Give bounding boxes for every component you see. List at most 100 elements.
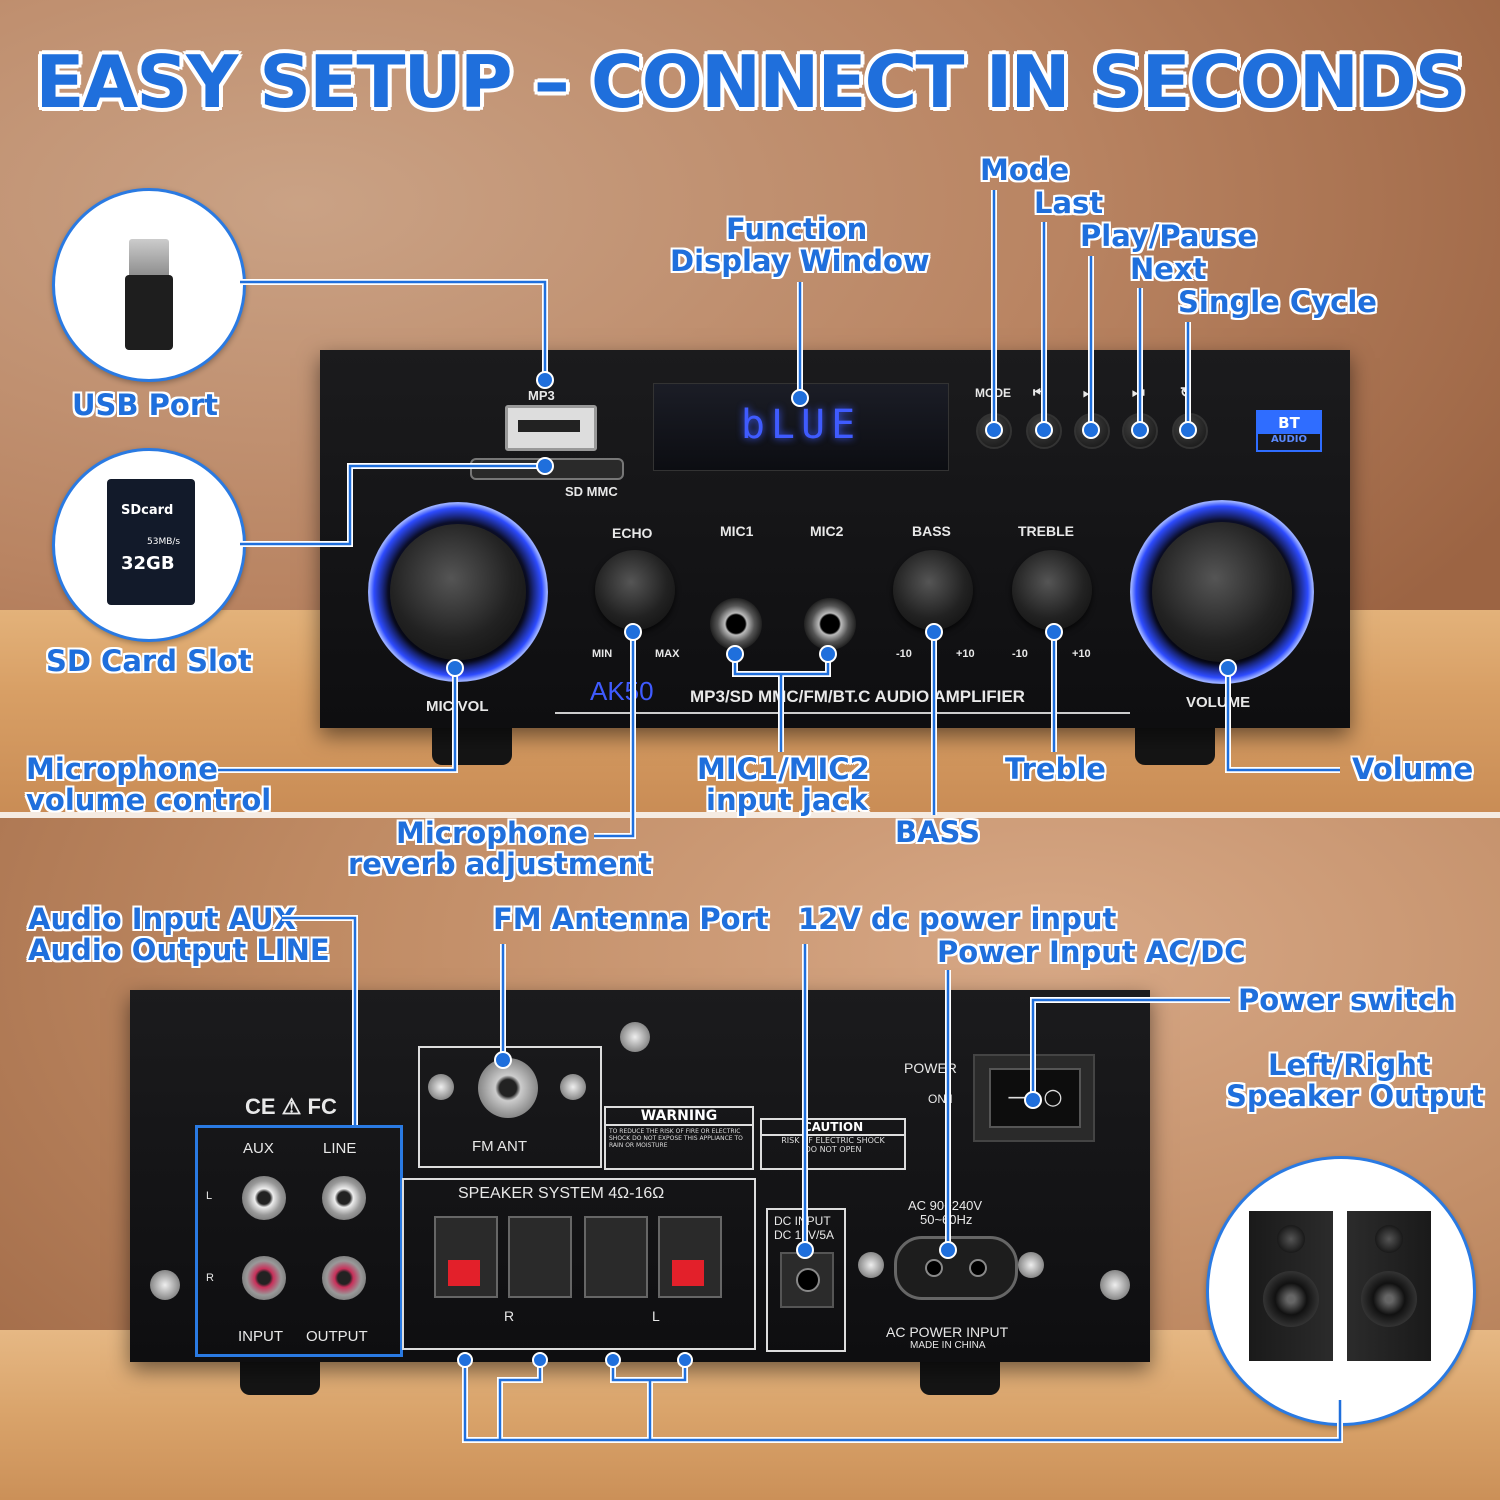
last-button[interactable] (1026, 413, 1062, 449)
sd-slot-callout: SD Card Slot (46, 644, 252, 678)
play-pause-icon: ⏯ (1083, 384, 1095, 400)
warning-box: WARNING TO REDUCE THE RISK OF FIRE OR EL… (604, 1106, 754, 1170)
bt-audio-label: AUDIO (1270, 434, 1308, 445)
fm-antenna-plate: FM ANT (418, 1046, 602, 1168)
fm-screw-right (560, 1074, 586, 1100)
play-pause-callout: Play/Pause (1080, 219, 1257, 253)
ac-rating-1: AC 90~240V (908, 1198, 983, 1213)
mic1-label: MIC1 (720, 523, 754, 539)
aux-l-jack[interactable] (242, 1176, 286, 1220)
treble-minus: -10 (1012, 648, 1028, 660)
mode-label: MODE (975, 386, 1011, 400)
dc-input-jack[interactable] (780, 1252, 834, 1308)
bass-minus: -10 (896, 648, 912, 660)
front-foot-left (432, 725, 512, 765)
speaker-l-minus-terminal[interactable] (584, 1216, 648, 1298)
sd-slot[interactable] (470, 458, 624, 480)
dc-input-callout: 12V dc power input (798, 902, 1117, 936)
dc-input-panel: DC INPUT DC 12V/5A (766, 1208, 846, 1352)
speaker-l-plus-terminal[interactable] (658, 1216, 722, 1298)
fm-antenna-port[interactable] (478, 1058, 538, 1118)
panel-divider (0, 812, 1500, 818)
echo-max: MAX (655, 648, 680, 660)
page-title: EASY SETUP – CONNECT IN SECONDS (35, 40, 1466, 124)
speaker-output-callout-2: Speaker Output (1226, 1079, 1484, 1113)
function-display: bLUE (653, 383, 949, 471)
aux-line-panel: AUX LINE L R INPUT OUTPUT (195, 1125, 403, 1357)
power-label: POWER (904, 1060, 957, 1076)
ac-power-input-label: AC POWER INPUT (886, 1324, 1009, 1340)
back-chassis: CE ⚠ FC FM ANT WARNING TO REDUCE THE RIS… (130, 990, 1150, 1362)
mode-button[interactable] (976, 413, 1012, 449)
bass-callout: BASS (895, 815, 981, 849)
top-screw (620, 1022, 650, 1052)
sd-card-brand: SDcard (121, 503, 174, 518)
bass-label: BASS (912, 523, 951, 539)
fm-antenna-callout: FM Antenna Port (493, 902, 769, 936)
sd-circle: SDcard 53MB/s 32GB (52, 448, 246, 642)
treble-plus: +10 (1072, 648, 1091, 660)
dc-input-label-1: DC INPUT (774, 1214, 831, 1228)
speaker-right-icon (1347, 1211, 1431, 1361)
single-cycle-button[interactable] (1172, 413, 1208, 449)
mp3-label: MP3 (528, 388, 555, 403)
sd-card-speed: 53MB/s (147, 537, 181, 547)
cert-marks: CE ⚠ FC (245, 1094, 337, 1119)
usb-plug-icon (129, 239, 169, 279)
mic-volume-callout-2: volume control (26, 783, 272, 817)
volume-callout: Volume (1352, 752, 1474, 786)
ac-screw-right (1018, 1252, 1044, 1278)
usb-port[interactable] (505, 405, 597, 451)
product-line: MP3/SD MMC/FM/BT.C AUDIO AMPLIFIER (690, 687, 1025, 706)
mode-callout: Mode (980, 153, 1070, 187)
aux-label: AUX (243, 1140, 274, 1157)
mic2-jack[interactable] (804, 598, 856, 650)
warning-text: TO REDUCE THE RISK OF FIRE OR ELECTRIC S… (609, 1128, 743, 1150)
power-switch[interactable]: — ○ (973, 1054, 1095, 1142)
sd-card-capacity: 32GB (121, 553, 175, 574)
mic-volume-callout-1: Microphone (26, 752, 218, 786)
mic2-label: MIC2 (810, 523, 844, 539)
bt-label: BT (1258, 412, 1320, 434)
bass-knob[interactable] (893, 550, 973, 630)
display-text: bLUE (740, 402, 862, 448)
mic-vol-knob[interactable] (390, 524, 526, 660)
echo-min: MIN (592, 648, 613, 660)
speaker-r-minus-terminal[interactable] (508, 1216, 572, 1298)
repeat-icon: ↻ (1180, 384, 1192, 400)
mic-jack-callout-2: input jack (706, 783, 868, 817)
speaker-r-label: R (504, 1308, 515, 1324)
power-switch-callout: Power switch (1238, 983, 1456, 1017)
treble-knob[interactable] (1012, 550, 1092, 630)
input-label: INPUT (238, 1328, 283, 1345)
aux-line-callout-1: Audio Input AUX (28, 902, 297, 936)
next-button[interactable] (1122, 413, 1158, 449)
ac-input-socket[interactable] (894, 1236, 1018, 1300)
line-l-jack[interactable] (322, 1176, 366, 1220)
fm-screw-left (428, 1074, 454, 1100)
speaker-system-label: SPEAKER SYSTEM 4Ω-16Ω (458, 1185, 665, 1202)
treble-label: TREBLE (1018, 523, 1074, 539)
mic1-jack[interactable] (710, 598, 762, 650)
front-chassis: MP3 SD MMC bLUE MODE ⏮ ⏯ ⏭ ↻ BT AUDIO MI… (320, 350, 1350, 728)
aux-r-jack[interactable] (242, 1256, 286, 1300)
usb-port-callout: USB Port (72, 388, 218, 422)
front-foot-right (1135, 725, 1215, 765)
last-callout: Last (1034, 186, 1104, 220)
volume-knob[interactable] (1152, 522, 1292, 662)
ac-rating-2: 50~60Hz (920, 1212, 973, 1227)
line-r-jack[interactable] (322, 1256, 366, 1300)
sd-mmc-label: SD MMC (565, 484, 618, 499)
made-in-label: MADE IN CHINA (910, 1340, 986, 1351)
aux-line-callout-2: Audio Output LINE (28, 933, 330, 967)
power-rocker[interactable]: — ○ (989, 1068, 1081, 1128)
echo-knob[interactable] (595, 550, 675, 630)
speaker-r-plus-terminal[interactable] (434, 1216, 498, 1298)
play-pause-button[interactable] (1074, 413, 1110, 449)
speaker-output-callout-1: Left/Right (1268, 1048, 1431, 1082)
speaker-terminal-panel: SPEAKER SYSTEM 4Ω-16Ω R L (402, 1178, 756, 1350)
last-icon: ⏮ (1033, 384, 1046, 400)
output-label: OUTPUT (306, 1328, 368, 1345)
r-label: R (206, 1272, 214, 1284)
function-callout-2: Display Window (670, 244, 930, 278)
